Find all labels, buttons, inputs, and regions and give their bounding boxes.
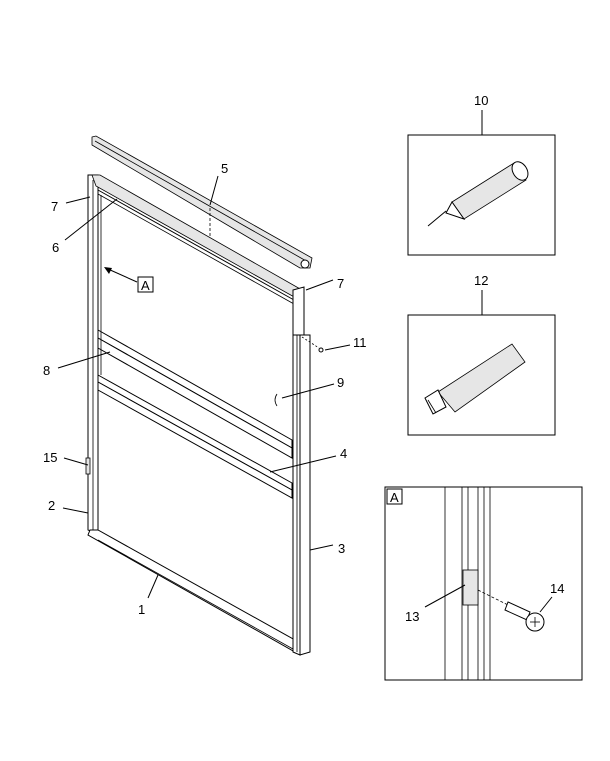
callout-8: 8 — [43, 363, 50, 378]
door-panel-assembly — [85, 174, 324, 656]
callout-13: 13 — [405, 609, 419, 624]
callout-2: 2 — [48, 498, 55, 513]
callout-7-left: 7 — [51, 199, 58, 214]
callout-labels: 1 2 3 4 5 6 7 7 8 9 10 11 12 13 14 15 — [43, 93, 564, 624]
top-cap-part-5 — [91, 135, 313, 269]
detail-a-ref-label: A — [141, 278, 150, 293]
callout-6: 6 — [52, 240, 59, 255]
callout-12: 12 — [474, 273, 488, 288]
inset-part-10-sealant-cartridge — [407, 134, 556, 256]
inset-part-12-adhesive-tube — [407, 314, 556, 436]
callout-11: 11 — [353, 335, 367, 350]
detail-a-title: A — [390, 490, 399, 505]
callout-1: 1 — [138, 602, 145, 617]
callout-5: 5 — [221, 161, 228, 176]
callout-4: 4 — [340, 446, 347, 461]
callout-3: 3 — [338, 541, 345, 556]
callout-10: 10 — [474, 93, 488, 108]
callout-14: 14 — [550, 581, 564, 596]
callout-15: 15 — [43, 450, 57, 465]
leader-lines — [57, 110, 483, 599]
inset-detail-a: A — [384, 486, 583, 681]
callout-7-right: 7 — [337, 276, 344, 291]
detail-a-reference: A — [104, 267, 154, 293]
callout-9: 9 — [337, 375, 344, 390]
